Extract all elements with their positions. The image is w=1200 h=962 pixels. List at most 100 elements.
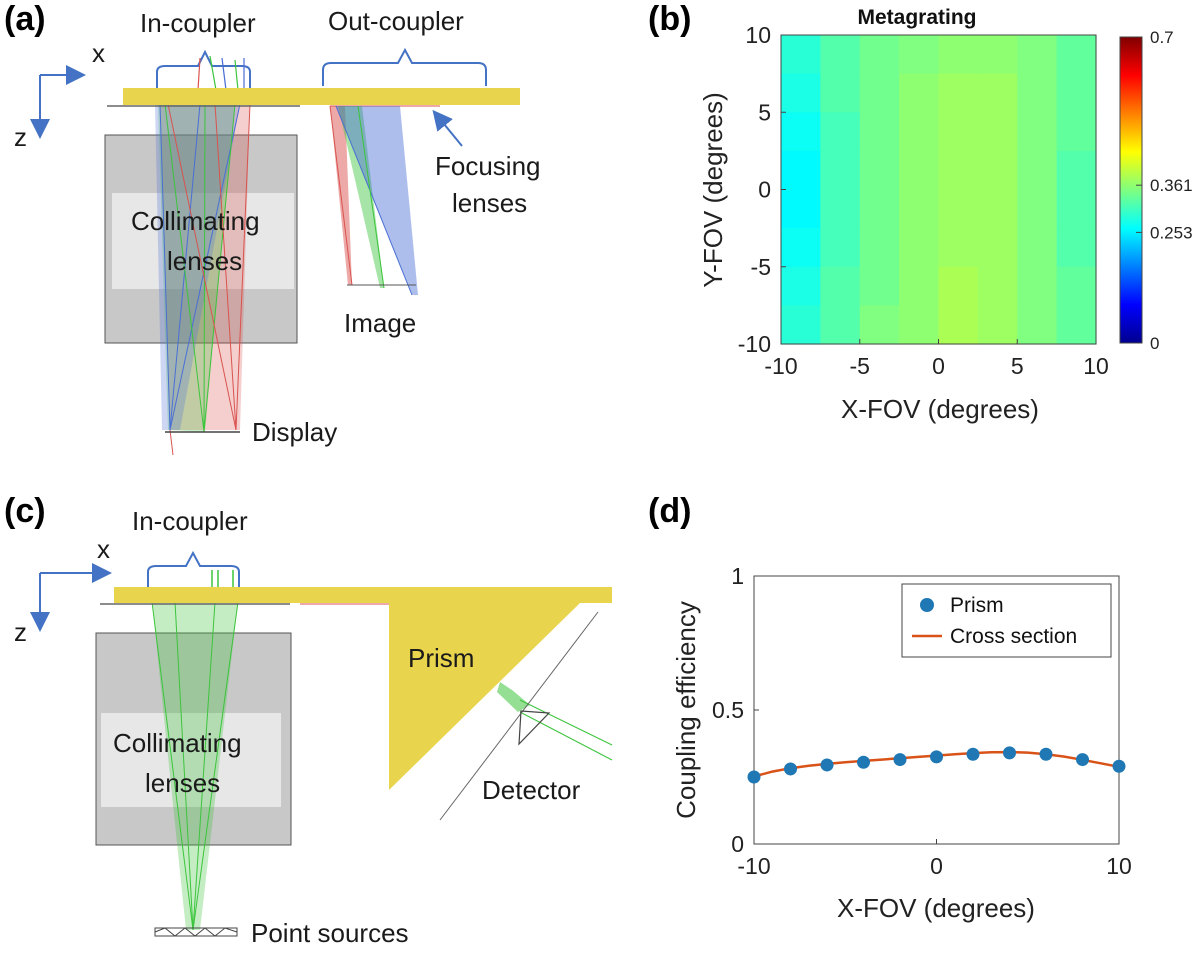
heatmap-cell bbox=[977, 35, 1018, 75]
prism-data-point bbox=[930, 750, 943, 764]
heatmap-cell bbox=[820, 305, 861, 345]
heatmap-cell bbox=[938, 305, 979, 345]
colorbar-tick-label: 0.253 bbox=[1150, 223, 1193, 242]
prism-data-point bbox=[1076, 753, 1089, 767]
out-coupler-label: Out-coupler bbox=[328, 6, 464, 36]
prism bbox=[389, 603, 580, 790]
heatmap-cell bbox=[1056, 112, 1097, 152]
detector-label: Detector bbox=[482, 775, 581, 805]
heatmap-cell bbox=[781, 228, 821, 268]
legend-prism-marker bbox=[920, 598, 934, 612]
line-ylabel: Coupling efficiency bbox=[671, 601, 701, 819]
y-tick-label: 10 bbox=[745, 22, 771, 48]
image-label: Image bbox=[344, 308, 416, 338]
panel-b-label: (b) bbox=[648, 0, 691, 38]
x-tick-label: 10 bbox=[1106, 853, 1132, 879]
heatmap-cell bbox=[1017, 228, 1058, 268]
legend: Prism Cross section bbox=[901, 583, 1112, 658]
heatmap-cell bbox=[938, 189, 979, 229]
out-coupler-brace bbox=[322, 47, 487, 86]
heatmap-xlabel: X-FOV (degrees) bbox=[841, 394, 1039, 424]
heatmap-cell bbox=[781, 73, 821, 113]
in-coupler-brace-c bbox=[147, 550, 240, 587]
heatmap-cell bbox=[781, 266, 821, 306]
heatmap-cell bbox=[1017, 112, 1058, 152]
heatmap-cell bbox=[781, 305, 821, 345]
prism-points bbox=[747, 746, 1126, 784]
heatmap-cell bbox=[977, 305, 1018, 345]
heatmap-cell bbox=[820, 150, 861, 191]
in-coupler-label: In-coupler bbox=[140, 8, 256, 38]
heatmap-cell bbox=[859, 266, 900, 306]
panel-d-label: (d) bbox=[648, 492, 691, 530]
panel-c-label: (c) bbox=[4, 492, 46, 530]
heatmap-ylabel: Y-FOV (degrees) bbox=[698, 92, 728, 288]
heatmap-cell bbox=[820, 73, 861, 113]
heatmap-cell bbox=[938, 228, 979, 268]
colorbar-tick-label: 0.7 bbox=[1150, 28, 1174, 47]
y-tick-label: -10 bbox=[738, 331, 771, 357]
x-tick-label: 10 bbox=[1083, 353, 1109, 379]
outcoupler-beams bbox=[329, 105, 418, 296]
prism-data-point bbox=[857, 755, 870, 769]
heatmap-cell bbox=[1017, 73, 1058, 113]
heatmap-cell bbox=[859, 35, 900, 75]
prism-data-point bbox=[820, 758, 834, 772]
prism-data-point bbox=[747, 770, 761, 784]
heatmap-cell bbox=[820, 189, 861, 229]
x-tick-label: -10 bbox=[764, 353, 797, 379]
focusing-lens-arrow bbox=[432, 109, 463, 147]
heatmap-cell bbox=[938, 73, 979, 113]
heatmap-cell bbox=[899, 112, 940, 152]
heatmap-cell bbox=[820, 112, 861, 152]
axis-x-label: x bbox=[92, 38, 105, 68]
heatmap-cell bbox=[899, 73, 940, 113]
prism-data-point bbox=[1003, 746, 1016, 760]
heatmap-cell bbox=[781, 35, 821, 75]
focusing-label-1: Focusing bbox=[435, 151, 541, 181]
y-tick-label: 0.5 bbox=[712, 697, 744, 723]
x-tick-label: 0 bbox=[932, 353, 945, 379]
heatmap-cell bbox=[977, 73, 1018, 113]
heatmap-cell bbox=[977, 189, 1018, 229]
heatmap-cell bbox=[977, 150, 1018, 191]
panel-a: (a) x z In-coupler Out-coupler bbox=[4, 0, 541, 456]
incoupler-rays-c bbox=[211, 570, 234, 590]
heatmap-cells bbox=[781, 35, 1097, 345]
heatmap-cell bbox=[938, 112, 979, 152]
heatmap-cell bbox=[820, 266, 861, 306]
heatmap-cell bbox=[1056, 35, 1097, 75]
beam-fans bbox=[155, 103, 251, 456]
colorbar-tick-label: 0 bbox=[1150, 334, 1159, 353]
heatmap-cell bbox=[859, 228, 900, 268]
heatmap-cell bbox=[1056, 228, 1097, 268]
heatmap-cell bbox=[1017, 305, 1058, 345]
collimating-label-2: lenses bbox=[167, 246, 242, 276]
collimating-label-2-c: lenses bbox=[145, 768, 220, 798]
heatmap-cell bbox=[899, 228, 940, 268]
y-tick-label: -5 bbox=[751, 254, 771, 280]
heatmap-cell bbox=[1017, 150, 1058, 191]
heatmap-title: Metagrating bbox=[857, 6, 976, 29]
heatmap-cell bbox=[899, 150, 940, 191]
heatmap-cell bbox=[820, 35, 861, 75]
heatmap-cell bbox=[977, 112, 1018, 152]
x-tick-label: -5 bbox=[850, 353, 870, 379]
display-label: Display bbox=[252, 417, 337, 447]
heatmap-cell bbox=[938, 266, 979, 306]
heatmap-cell bbox=[859, 189, 900, 229]
heatmap-cell bbox=[1056, 266, 1097, 306]
prism-data-point bbox=[966, 747, 980, 761]
heatmap-cell bbox=[820, 228, 861, 268]
x-tick-label: 5 bbox=[1011, 353, 1024, 379]
heatmap-cell bbox=[1056, 150, 1097, 191]
heatmap-cell bbox=[938, 150, 979, 191]
incoupler-rays bbox=[197, 55, 245, 91]
x-tick-label: 0 bbox=[930, 853, 943, 879]
prism-data-point bbox=[1112, 759, 1126, 773]
heatmap-cell bbox=[899, 266, 940, 306]
